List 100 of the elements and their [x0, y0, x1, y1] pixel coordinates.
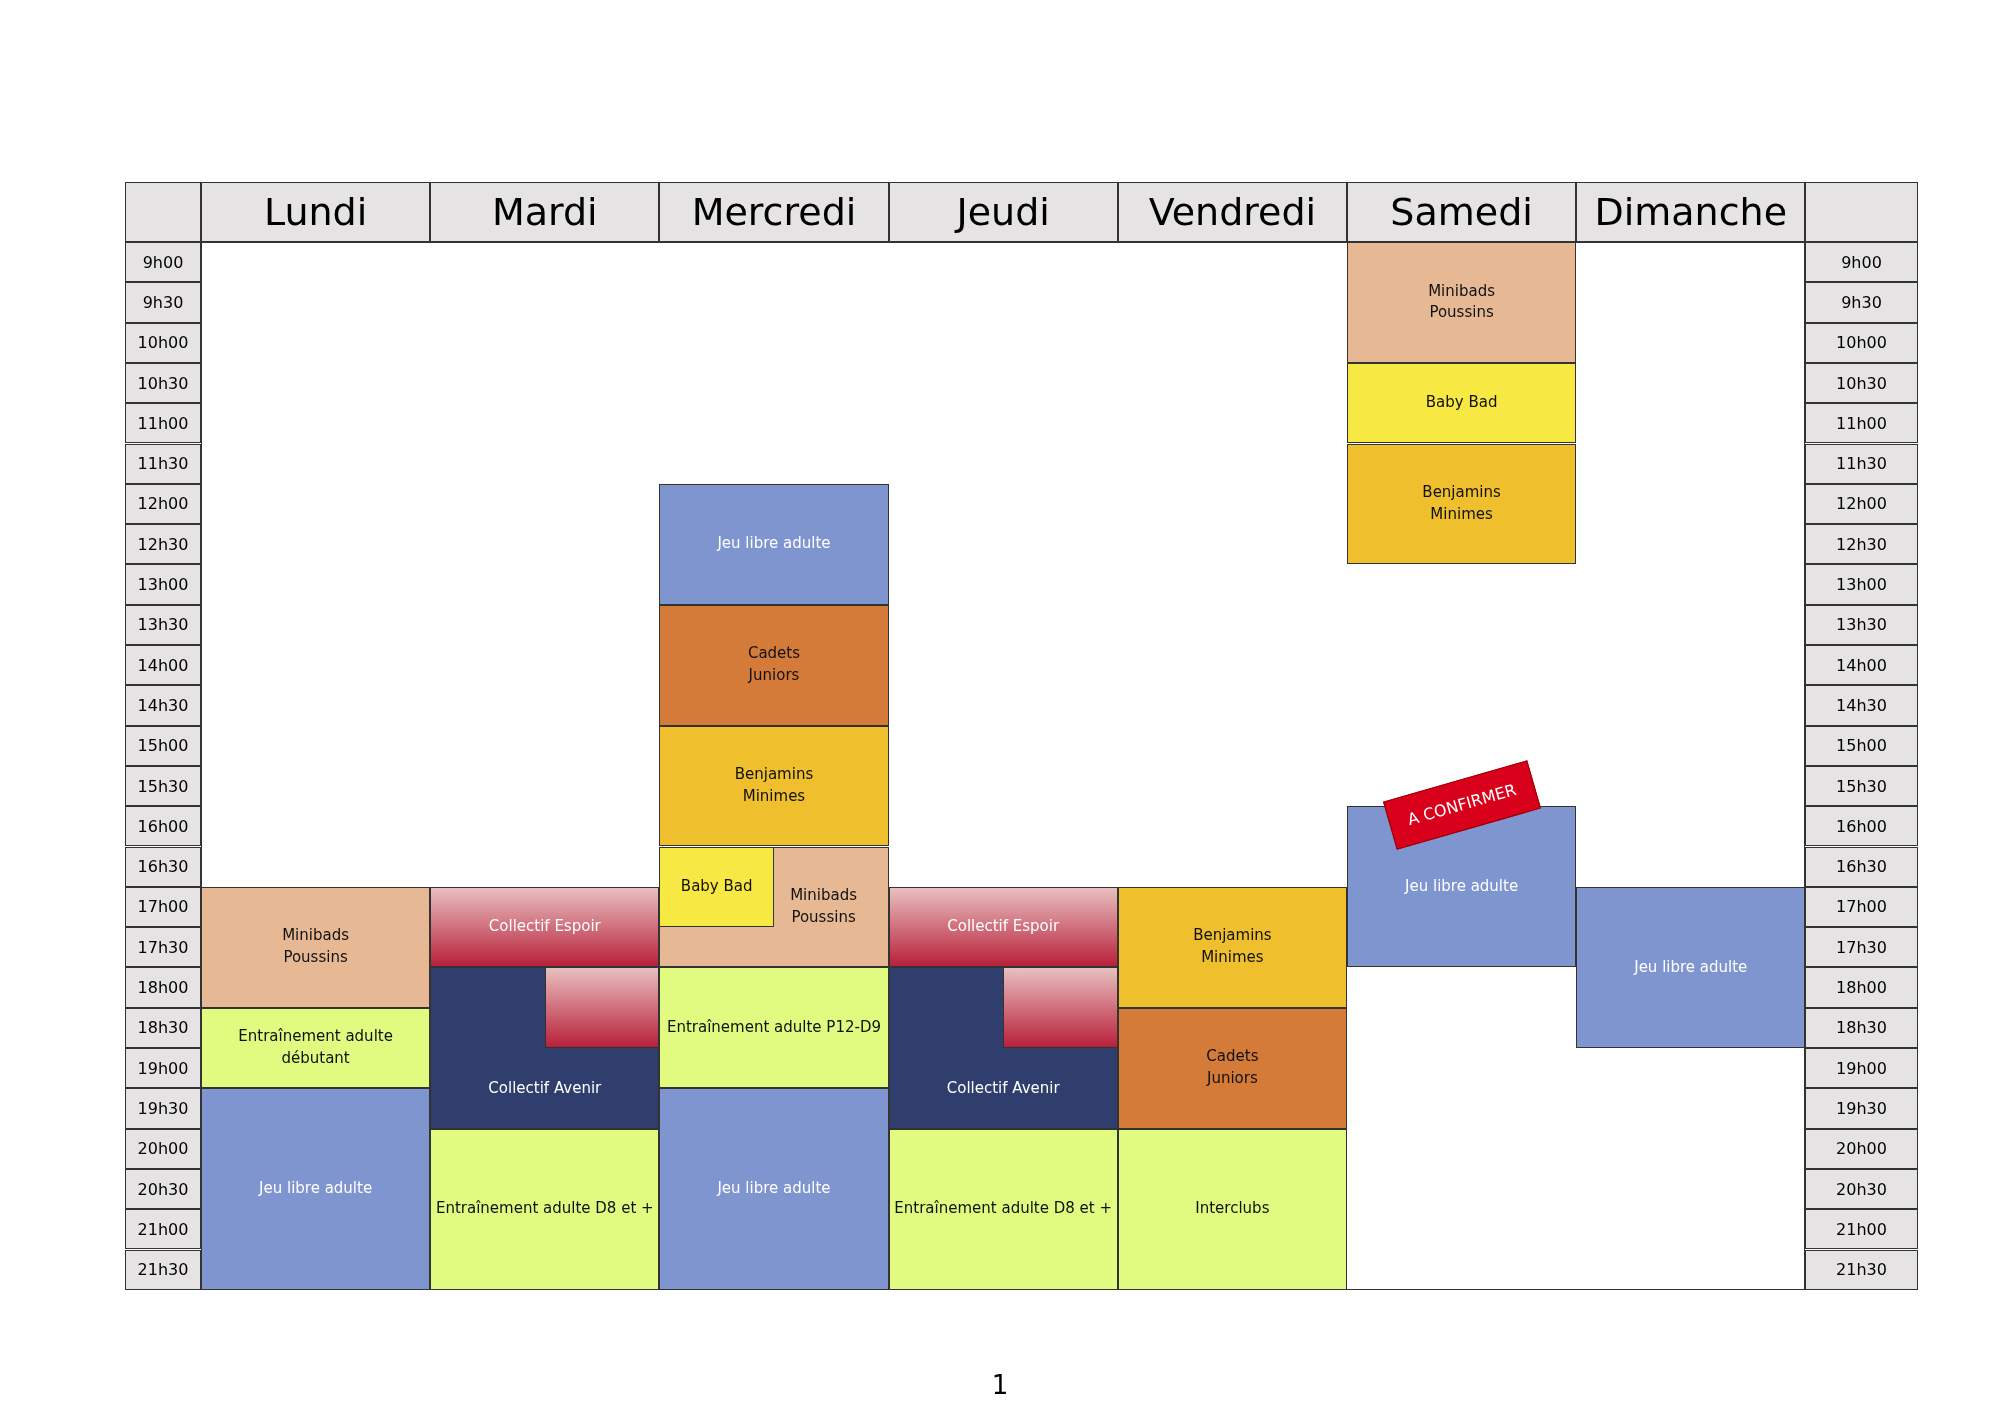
activity-block [659, 967, 889, 1089]
activity-label: Minibads Poussins [1427, 280, 1496, 324]
activity-label: Benjamins Minimes [1421, 482, 1502, 525]
activity-block [1117, 886, 1347, 1008]
activity-label: Cadets Juniors [746, 643, 802, 687]
activity-label: Collectif Espoir [947, 916, 1060, 938]
time-label: 15h00 [1836, 736, 1887, 756]
time-label: 11h30 [137, 454, 189, 474]
time-label: 19h00 [137, 1058, 189, 1078]
time-label: 18h00 [1836, 978, 1887, 998]
schedule-block [544, 967, 660, 1048]
time-label: 21h00 [1836, 1219, 1887, 1239]
activity-label: Minibads Poussins [281, 925, 350, 969]
day-header: Mardi [491, 190, 598, 234]
time-label: 14h00 [137, 655, 189, 675]
time-label: 14h30 [137, 695, 189, 715]
time-label: 16h30 [137, 857, 189, 877]
time-label: 19h30 [137, 1098, 189, 1118]
time-label: 11h30 [1836, 454, 1887, 474]
activity-label: Entraînement adulte P12-D9 [666, 1016, 881, 1038]
time-label: 12h00 [1836, 494, 1887, 514]
activity-label: Jeu libre adulte [1405, 875, 1519, 897]
time-label: 15h30 [1836, 776, 1887, 796]
time-label: 18h30 [137, 1018, 189, 1038]
activity-label: Interclubs [1195, 1198, 1270, 1220]
time-label: 12h30 [137, 534, 189, 554]
time-label: 9h30 [142, 292, 184, 312]
activity-label: Jeu libre adulte [717, 1178, 831, 1200]
activity-label: Entraînement adulte D8 et + [435, 1198, 654, 1220]
activity-block [201, 886, 431, 1008]
schedule-block [1003, 967, 1118, 1048]
activity-block [1117, 1007, 1347, 1129]
activity-label: Cadets Juniors [1205, 1046, 1260, 1090]
time-label: 21h00 [137, 1219, 189, 1239]
activity-block [430, 1128, 660, 1290]
time-label: 10h30 [1836, 373, 1887, 393]
time-label: 20h30 [1836, 1179, 1887, 1199]
day-header: Dimanche [1594, 190, 1788, 234]
activity-label: Collectif Avenir [946, 1077, 1060, 1099]
activity-block [888, 1128, 1118, 1290]
activity-block [1347, 242, 1577, 363]
activity-block [1347, 362, 1577, 444]
time-label: 17h00 [137, 897, 189, 917]
activity-label: Jeu libre adulte [717, 533, 831, 555]
activity-label: Collectif Avenir [488, 1077, 602, 1099]
activity-label: Benjamins Minimes [1192, 925, 1273, 969]
day-header: Mercredi [691, 190, 857, 234]
activity-label: Minibads Poussins [789, 885, 858, 928]
time-label: 13h00 [1836, 575, 1887, 595]
time-label: 13h00 [137, 575, 189, 595]
day-header: Lundi [263, 190, 368, 234]
day-header: Jeudi [956, 190, 1050, 234]
activity-block [430, 967, 660, 1129]
activity-label: Jeu libre adulte [1634, 956, 1748, 978]
activity-label: Baby Bad [1425, 392, 1498, 414]
time-label: 12h30 [1836, 534, 1887, 554]
day-header: Samedi [1390, 190, 1533, 234]
time-label: 13h30 [1836, 615, 1887, 635]
time-label: 18h00 [137, 978, 189, 998]
time-label: 15h30 [137, 776, 189, 796]
activity-label: Entraînement adulte débutant [237, 1026, 394, 1069]
time-label: 10h00 [1836, 333, 1887, 353]
activity-block [1117, 1128, 1347, 1290]
time-label: 20h00 [1836, 1139, 1887, 1159]
time-label: 14h00 [1836, 655, 1887, 675]
activity-label: Jeu libre adulte [259, 1178, 373, 1200]
time-label: 11h00 [137, 413, 189, 433]
time-label: 9h00 [142, 252, 184, 272]
time-label: 16h00 [1836, 816, 1887, 836]
activity-block [1576, 886, 1806, 1048]
time-label: 14h30 [1836, 695, 1887, 715]
activity-label: Entraînement adulte D8 et + [894, 1198, 1113, 1220]
time-label: 17h00 [1836, 897, 1887, 917]
activity-label: Baby Bad [680, 875, 753, 897]
time-label: 12h00 [137, 494, 189, 514]
time-label: 16h30 [1836, 857, 1887, 877]
activity-block [201, 1088, 431, 1290]
time-label: 21h30 [1836, 1260, 1887, 1280]
time-label: 17h30 [1836, 937, 1887, 957]
time-label: 16h00 [137, 816, 189, 836]
time-label: 20h00 [137, 1139, 189, 1159]
time-label: 20h30 [137, 1179, 189, 1199]
activity-label: Collectif Espoir [488, 916, 601, 938]
time-label: 11h00 [1836, 413, 1887, 433]
activity-block [659, 483, 889, 605]
time-label: 10h30 [137, 373, 189, 393]
time-label: 17h30 [137, 937, 189, 957]
time-label: 10h00 [137, 333, 189, 353]
time-label: 9h00 [1841, 252, 1882, 272]
page-number: 1 [990, 1370, 1010, 1400]
activity-block [659, 846, 889, 968]
time-label: 13h30 [137, 615, 189, 635]
time-label: 15h00 [137, 736, 189, 756]
time-label: 19h30 [1836, 1098, 1887, 1118]
activity-block [888, 886, 1118, 968]
activity-block [430, 886, 660, 968]
activity-block [659, 725, 889, 847]
day-header: Vendredi [1148, 190, 1317, 234]
activity-block [659, 1088, 889, 1290]
activity-block [659, 604, 889, 726]
